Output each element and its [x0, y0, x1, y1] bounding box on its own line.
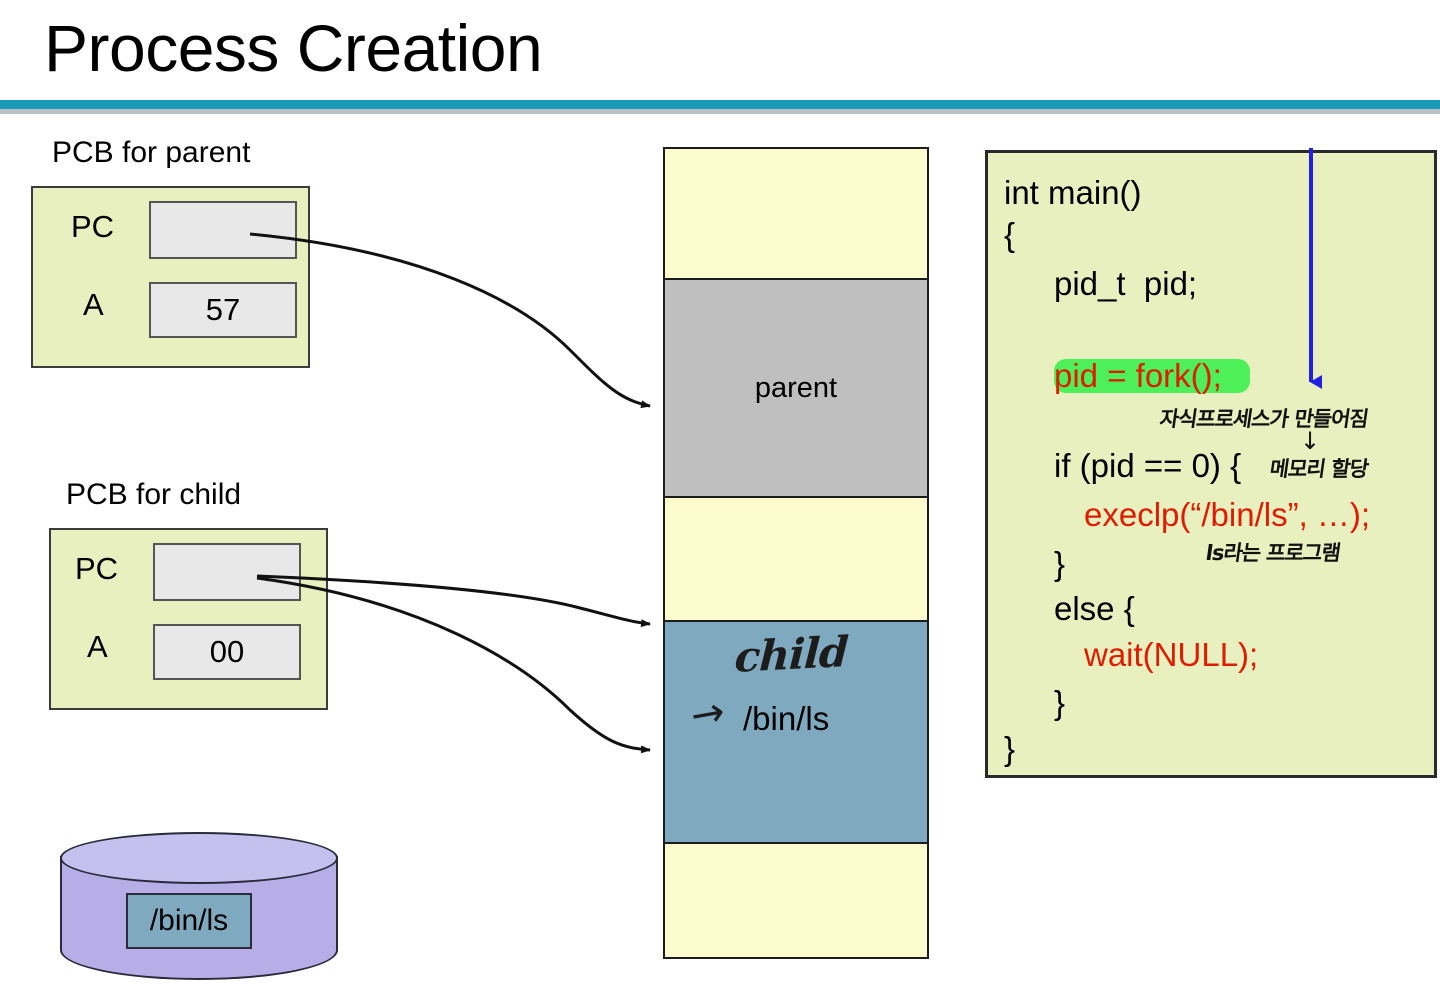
pcb-parent-pc-label: PC	[71, 209, 115, 244]
fork-highlight	[1054, 359, 1250, 393]
child-hand-arrow-icon: →	[687, 688, 729, 740]
pcb-child-pc-label: PC	[75, 551, 119, 586]
connector-parent-pc-to-memory	[249, 232, 651, 409]
pcb-parent-pc-value	[149, 201, 297, 259]
code-panel: int main() { pid_t pid; pid = fork(); if…	[985, 150, 1437, 778]
code-line-close-if: }	[1054, 545, 1066, 582]
pcb-child-pc-value	[153, 543, 301, 601]
code-line-if: if (pid == 0) {	[1054, 447, 1242, 484]
memory-segment-child: child → /bin/ls	[665, 622, 927, 844]
pcb-child-panel: PC A 00	[49, 528, 328, 710]
title-divider-shadow	[0, 109, 1440, 114]
pcb-child-a-value: 00	[153, 624, 301, 680]
annotation-execlp-note: ls라는 프로그램	[1204, 541, 1342, 565]
memory-segment-free-middle	[665, 498, 927, 622]
disk-cylinder-top-ellipse	[60, 832, 338, 884]
pcb-parent-a-label: A	[83, 287, 104, 322]
title-divider-rule	[0, 100, 1440, 109]
caption-pcb-child: PCB for child	[66, 478, 242, 511]
code-line-else: else {	[1054, 590, 1135, 627]
code-line-int-main: int main()	[1004, 174, 1142, 211]
child-program-label: /bin/ls	[743, 700, 830, 737]
pcb-parent-a-value: 57	[149, 282, 297, 338]
memory-segment-free-top	[665, 149, 927, 280]
code-line-execlp: execlp(“/bin/ls”, …);	[1084, 496, 1371, 533]
child-handwritten-label: child	[733, 627, 849, 682]
memory-column: parent child → /bin/ls	[663, 147, 929, 959]
memory-segment-parent: parent	[665, 280, 927, 498]
caption-pcb-parent: PCB for parent	[52, 136, 251, 169]
code-line-fork: pid = fork();	[1054, 357, 1222, 394]
pcb-child-a-label: A	[87, 629, 108, 664]
code-line-close-main: }	[1004, 730, 1016, 767]
annotation-if-note: 메모리 할당	[1268, 457, 1370, 481]
disk-file-binls: /bin/ls	[126, 893, 252, 949]
code-line-wait: wait(NULL);	[1084, 636, 1259, 673]
pcb-parent-panel: PC A 57	[31, 186, 310, 368]
memory-segment-free-bottom	[665, 844, 927, 957]
page-title: Process Creation	[44, 11, 543, 85]
code-line-pid-decl: pid_t pid;	[1054, 265, 1198, 302]
disk-cylinder: /bin/ls	[60, 832, 338, 980]
annotation-fork-note: 자식프로세스가 만들어짐	[1158, 407, 1370, 431]
code-line-close-else: }	[1054, 684, 1066, 721]
code-line-open-brace: {	[1004, 216, 1016, 253]
annotation-down-arrow-icon: ↓	[1300, 427, 1321, 455]
